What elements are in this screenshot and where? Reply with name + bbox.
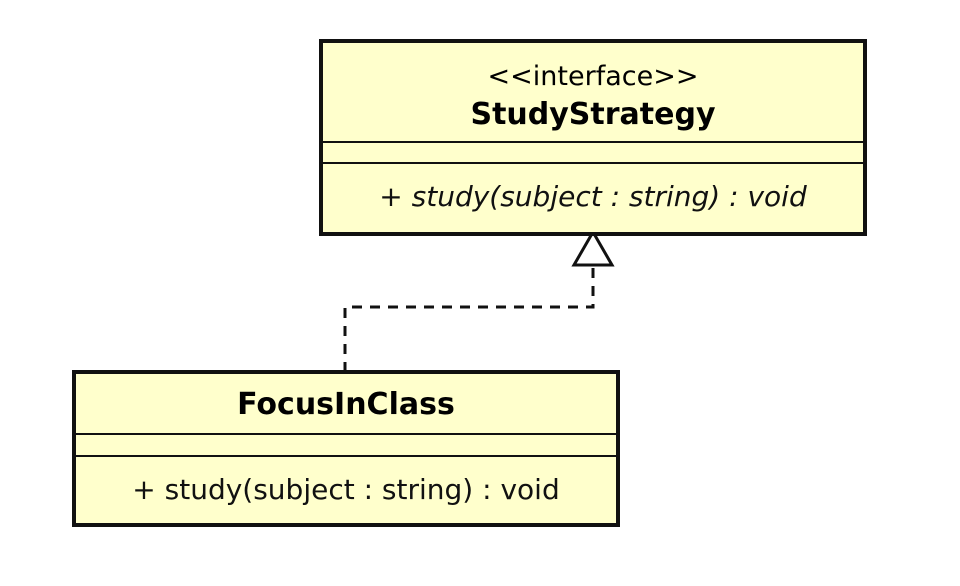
class-operation-study: + study(subject : string) : void [132,473,560,506]
interface-operations-divider [323,162,863,164]
class-operations-divider [76,455,616,457]
interface-stereotype: <<interface>> [487,61,699,92]
realization-dashed-line [343,267,595,372]
interface-box-study-strategy[interactable]: <<interface>> StudyStrategy + study(subj… [319,39,867,236]
interface-name: StudyStrategy [470,97,716,132]
interface-operation-study: + study(subject : string) : void [379,180,807,213]
class-attributes-divider [76,433,616,435]
class-name: FocusInClass [237,387,455,422]
class-box-focus-in-class[interactable]: FocusInClass + study(subject : string) :… [72,370,620,527]
interface-attributes-divider [323,141,863,143]
realization-arrowhead-icon [571,228,615,267]
